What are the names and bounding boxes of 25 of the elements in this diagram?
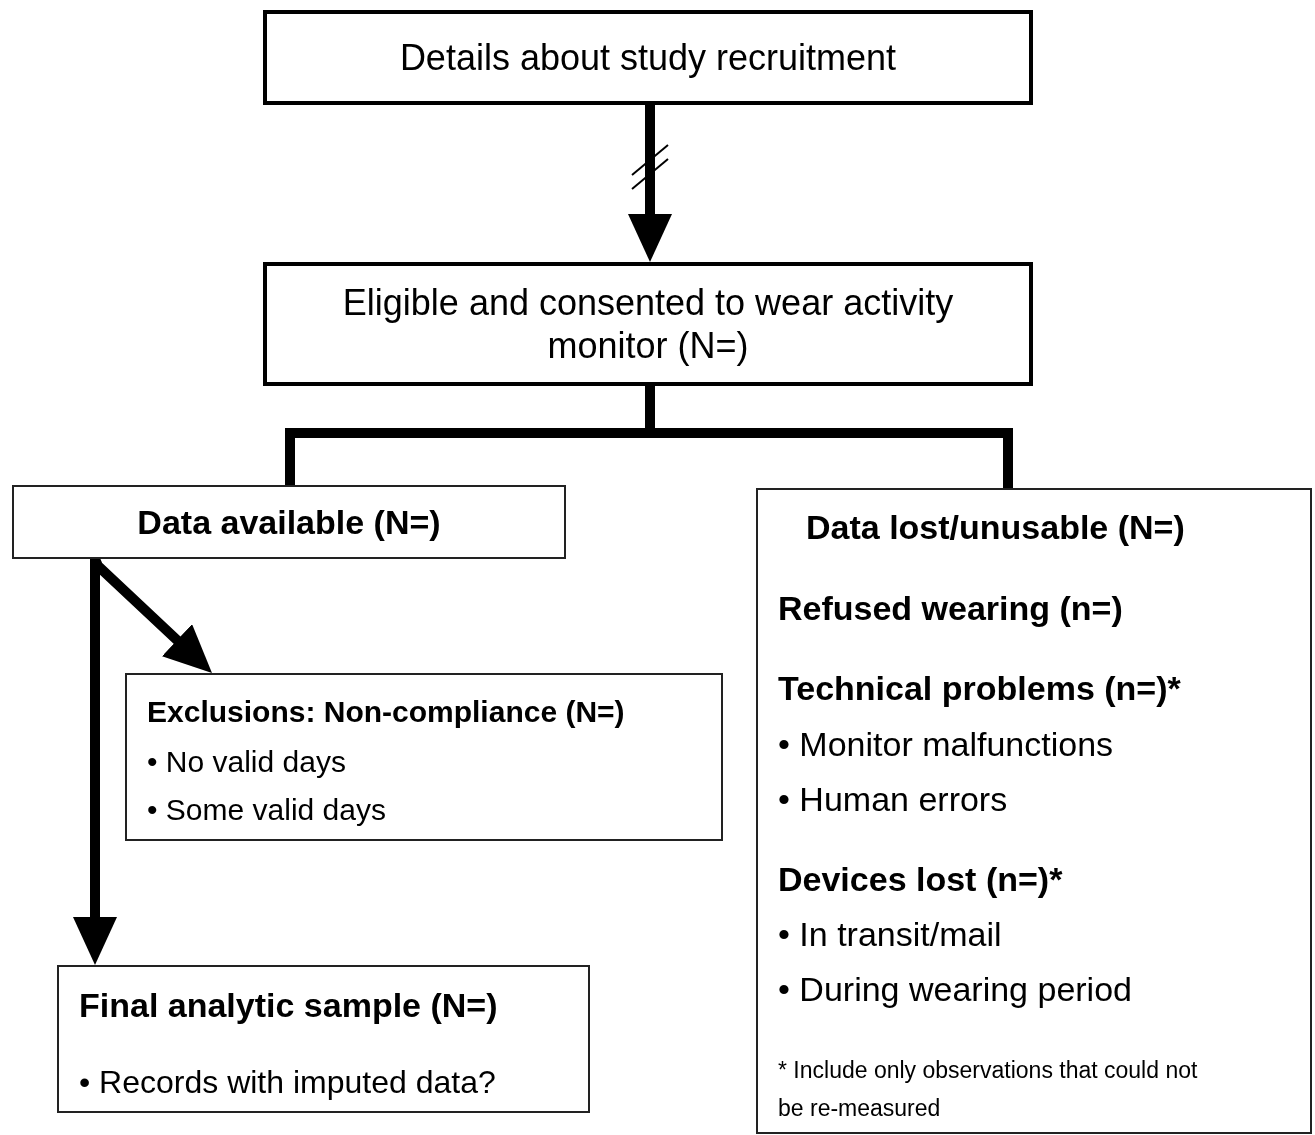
list-item: • Records with imputed data? bbox=[79, 1063, 496, 1102]
box-heading: Data lost/unusable (N=) bbox=[806, 507, 1185, 548]
list-item: • Some valid days bbox=[147, 792, 386, 828]
process-box bbox=[263, 10, 1033, 105]
process-box bbox=[57, 965, 590, 1113]
box-heading: Final analytic sample (N=) bbox=[79, 985, 498, 1026]
box-text: Eligible and consented to wear activity monitor (N=) bbox=[341, 280, 955, 368]
arrow bbox=[73, 559, 117, 965]
list-item: • During wearing period bbox=[778, 969, 1132, 1010]
footnote: * Include only observations that could not be re-measured bbox=[778, 1056, 1199, 1123]
box-text: Details about study recruitment bbox=[398, 35, 898, 80]
box-text: Data available (N=) bbox=[136, 501, 442, 543]
list-item: • Monitor malfunctions bbox=[778, 724, 1114, 765]
list-item: • No valid days bbox=[147, 744, 346, 780]
process-box bbox=[125, 673, 723, 841]
process-box bbox=[263, 262, 1033, 386]
arrow bbox=[628, 105, 672, 262]
box-heading: Exclusions: Non-compliance (N=) bbox=[147, 694, 625, 730]
process-box bbox=[12, 485, 566, 559]
section-heading: Devices lost (n=)* bbox=[778, 859, 1063, 900]
list-item: • Human errors bbox=[778, 779, 1008, 820]
list-item: • In transit/mail bbox=[778, 914, 1002, 955]
section-heading: Refused wearing (n=) bbox=[778, 588, 1123, 629]
process-box bbox=[756, 488, 1312, 1134]
section-heading: Technical problems (n=)* bbox=[778, 668, 1181, 709]
